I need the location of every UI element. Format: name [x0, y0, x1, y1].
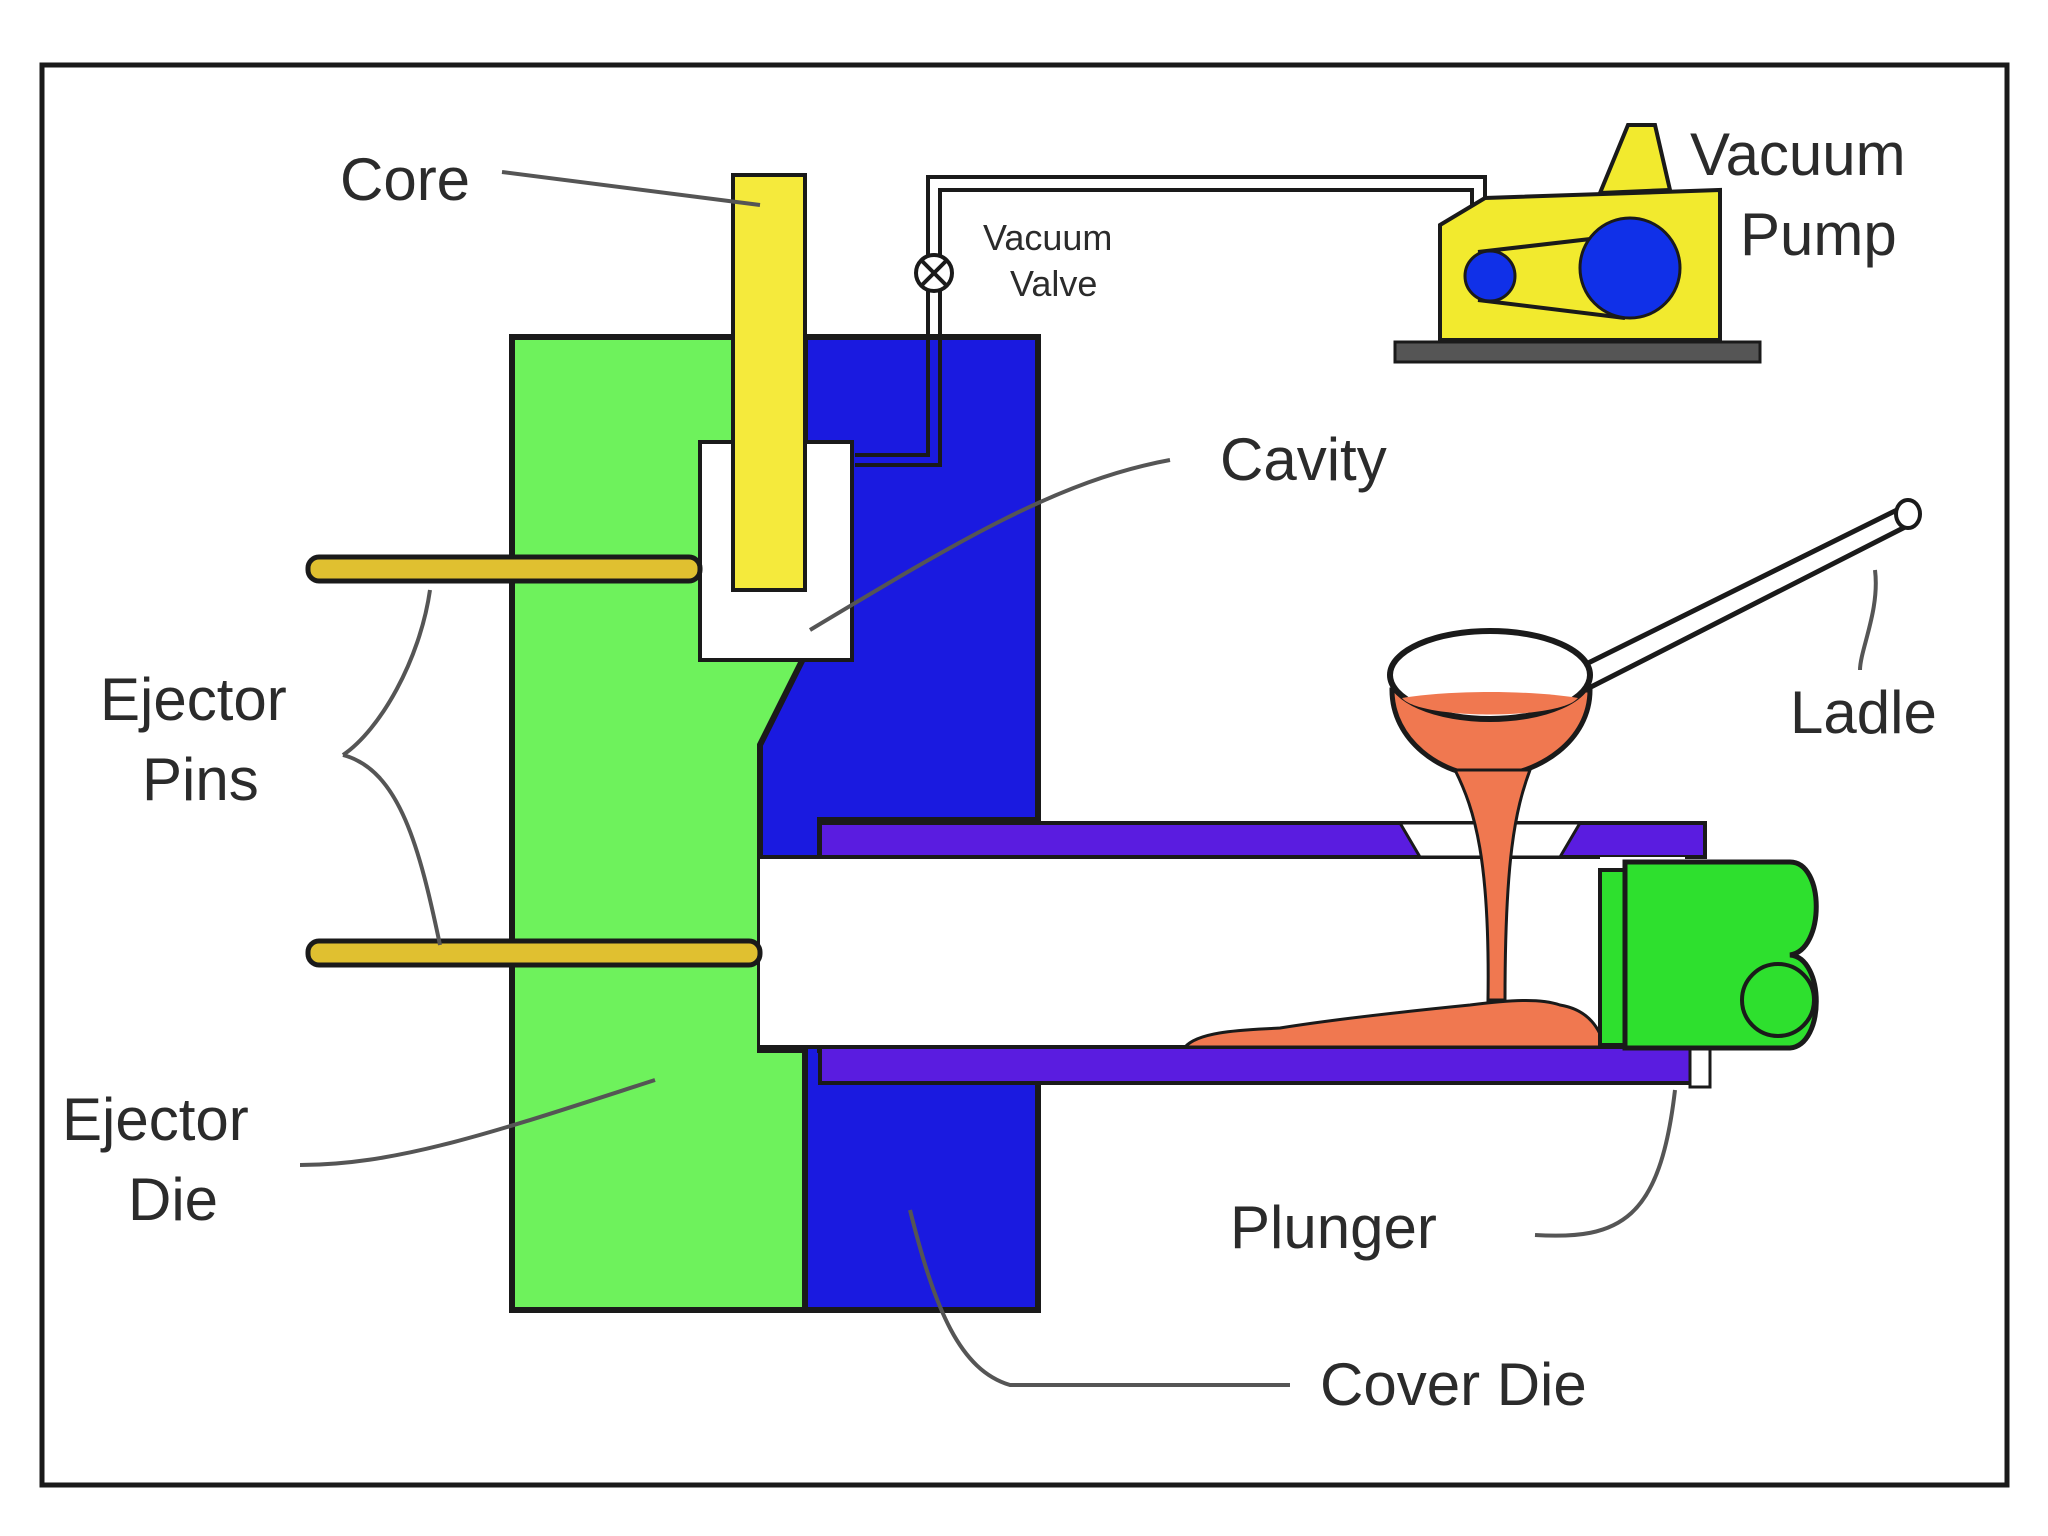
plunger-icon	[1598, 859, 1819, 1051]
leader-core	[501, 170, 761, 207]
core	[731, 173, 807, 592]
leader-ejector-die	[299, 1078, 656, 1167]
label-plunger: Plunger	[1230, 1194, 1437, 1261]
label-core: Core	[340, 146, 470, 213]
vacuum-pump-icon	[1393, 123, 1762, 364]
label-vacuum-valve-line1: Vacuum	[983, 217, 1112, 258]
label-ejector-pins-line1: Ejector	[100, 666, 287, 733]
shot-sleeve-bottom	[818, 1045, 1707, 1085]
label-vacuum-pump-line2: Pump	[1740, 201, 1897, 268]
leader-ejector-pins-lower	[342, 753, 442, 946]
label-cover-die: Cover Die	[1320, 1351, 1587, 1418]
vacuum-valve-icon	[914, 253, 954, 293]
leader-ladle	[1858, 569, 1878, 671]
sleeve-end-cap	[1688, 1045, 1712, 1089]
ejector-pin-upper	[305, 554, 703, 584]
label-ladle: Ladle	[1790, 679, 1937, 746]
vacuum-pipe-lower	[855, 288, 942, 467]
leader-cover-die	[908, 1209, 1290, 1387]
label-vacuum-pump-line1: Vacuum	[1690, 121, 1906, 188]
label-ejector-die-line2: Die	[128, 1166, 218, 1233]
label-ejector-pins-line2: Pins	[142, 746, 259, 813]
leader-cavity	[808, 458, 1171, 632]
leader-lines	[299, 170, 1878, 1387]
molten-metal-puddle	[1181, 999, 1608, 1049]
label-cavity: Cavity	[1220, 426, 1387, 493]
leader-ejector-pins-upper	[341, 589, 432, 757]
pouring-stream	[1452, 768, 1533, 1002]
leader-plunger	[1534, 1089, 1677, 1238]
ejector-pin-lower	[305, 938, 763, 968]
label-vacuum-valve-line2: Valve	[1010, 263, 1097, 304]
label-ejector-die-line1: Ejector	[62, 1086, 249, 1153]
